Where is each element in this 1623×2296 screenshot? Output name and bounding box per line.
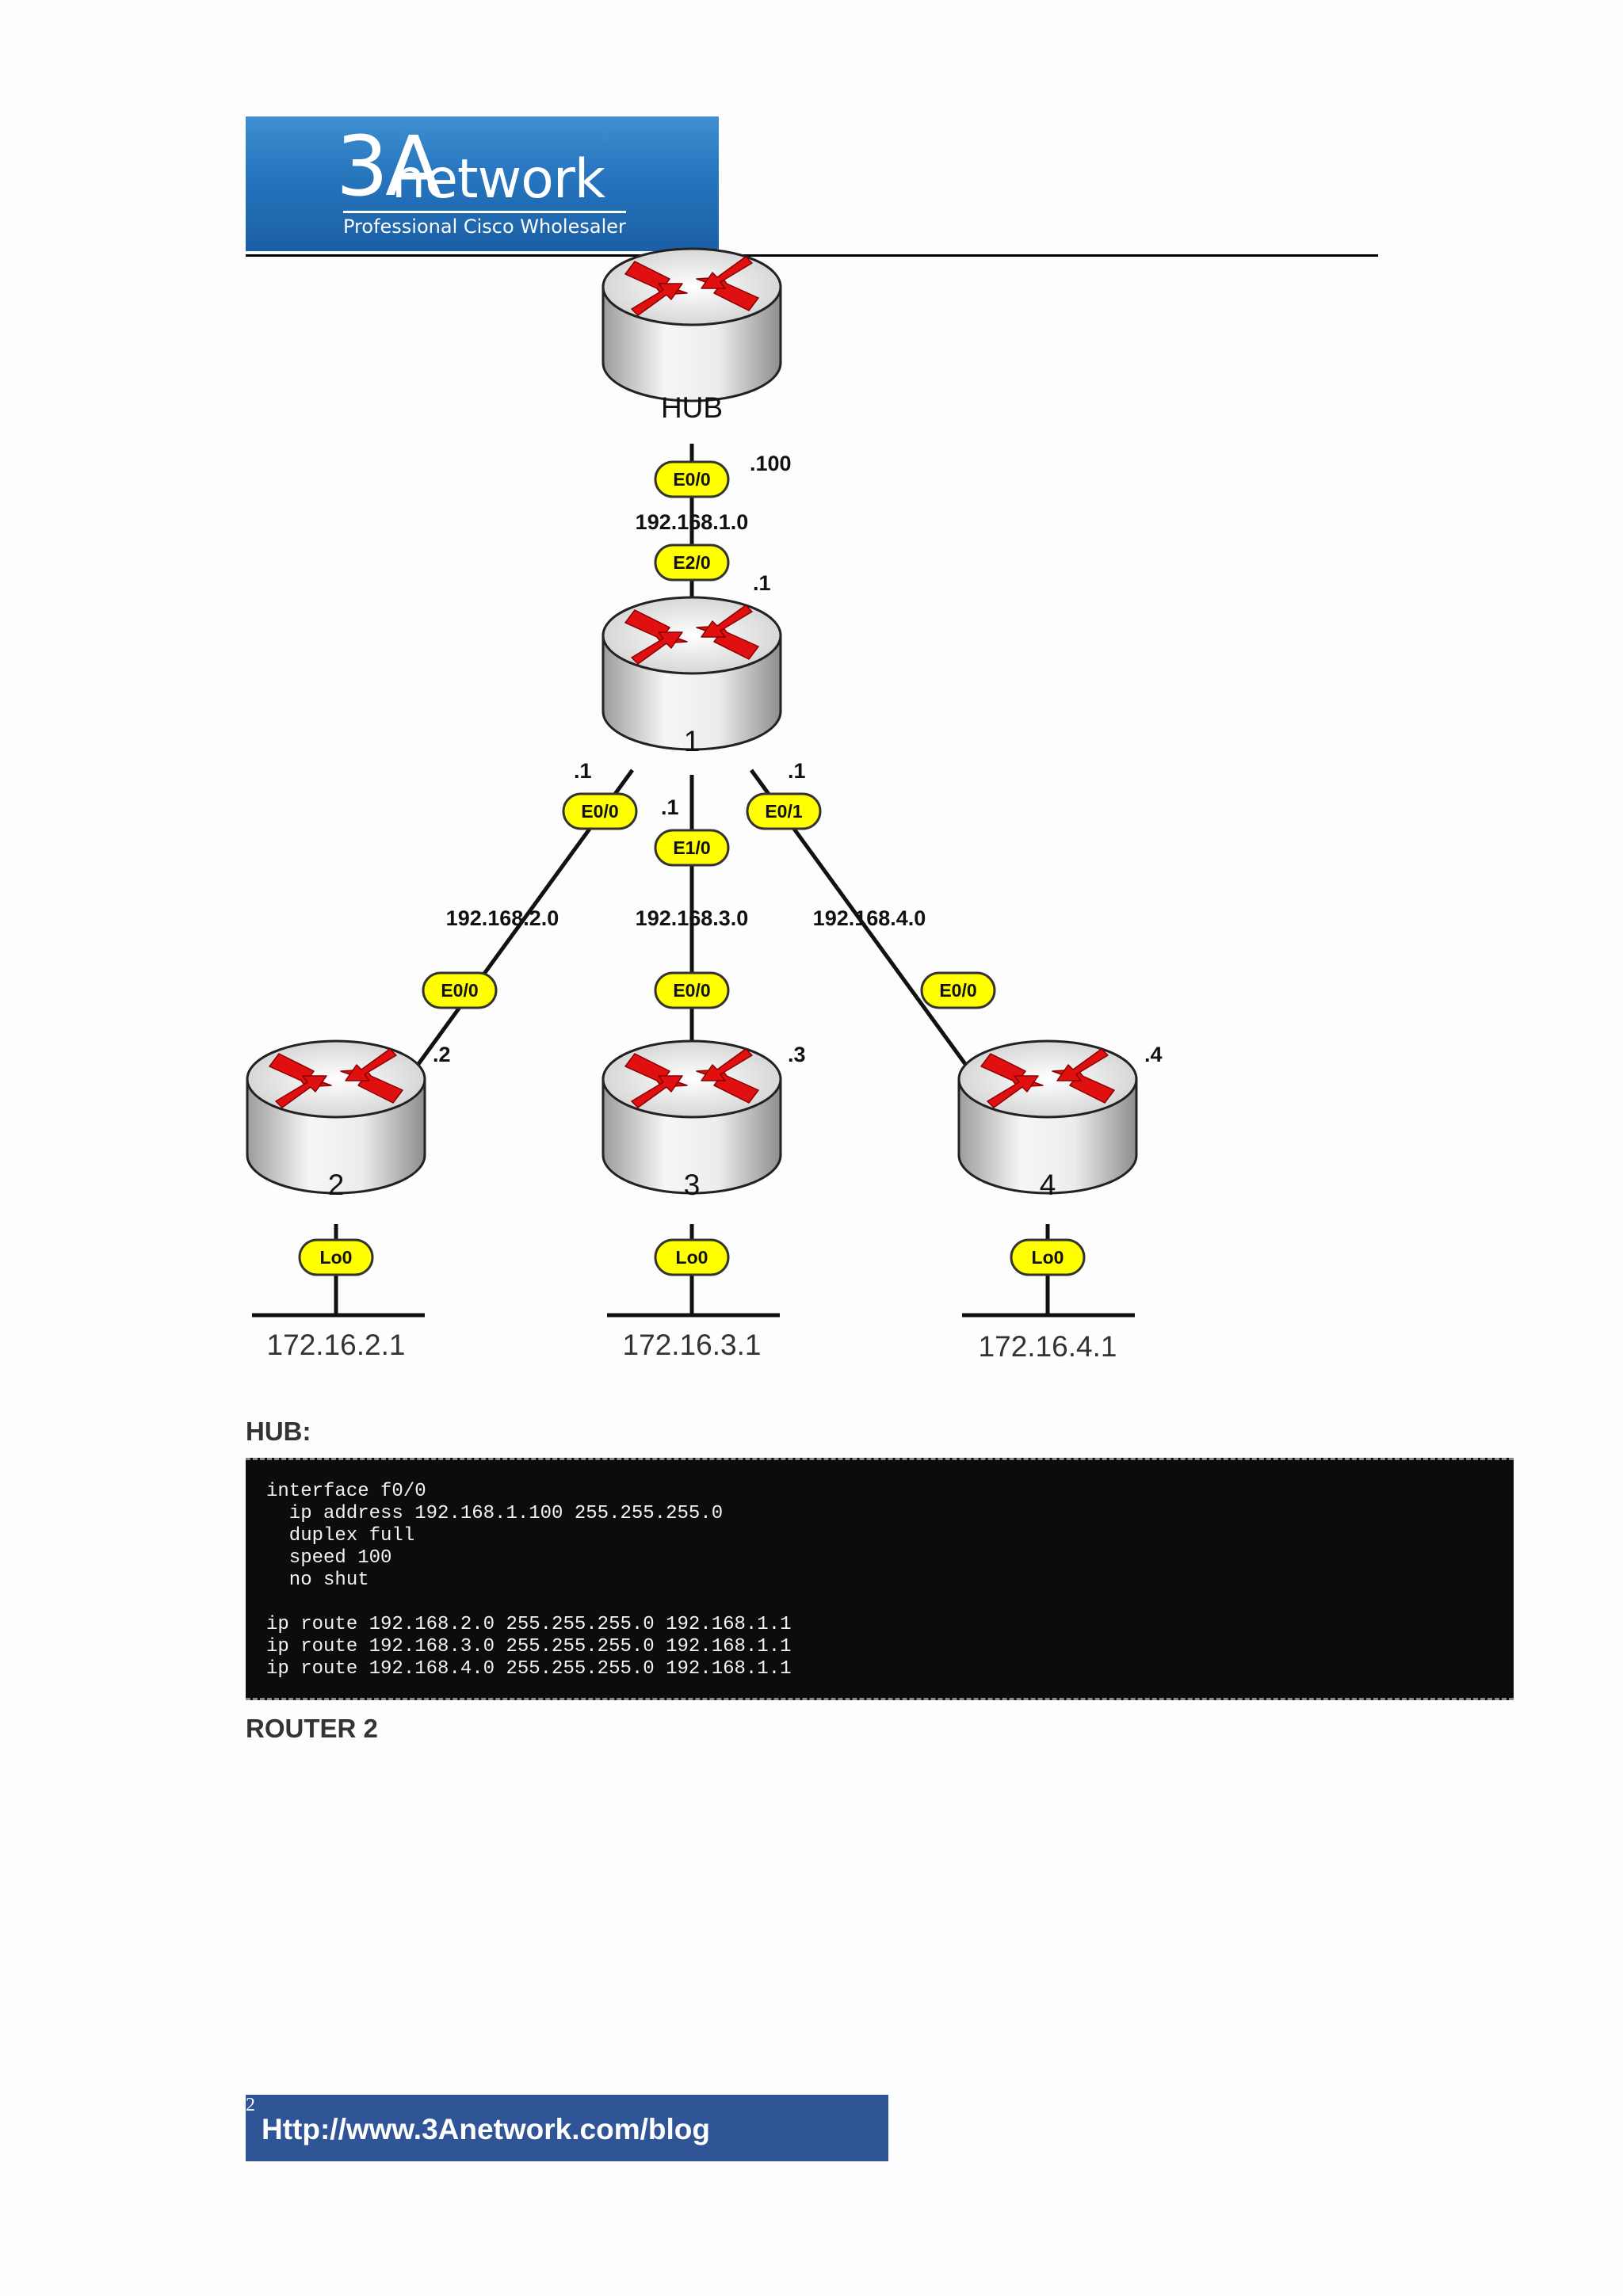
host-id-r3: .3 bbox=[788, 1043, 806, 1066]
router-label-2: 2 bbox=[328, 1169, 345, 1201]
footer-url-link[interactable]: Http://www.3Anetwork.com/blog bbox=[262, 2113, 710, 2145]
badge-label-r1-e10: E1/0 bbox=[673, 837, 710, 858]
badge-r2-e00 bbox=[422, 971, 498, 1009]
host-id-hub: .100 bbox=[750, 452, 792, 475]
loopback-r4: 172.16.4.1 bbox=[979, 1330, 1117, 1363]
badge-label-r1-e01: E0/1 bbox=[765, 801, 803, 822]
network-r1-r2: 192.168.2.0 bbox=[446, 906, 559, 930]
host-id-r1-e20: .1 bbox=[753, 571, 771, 595]
badge-r3-lo0 bbox=[654, 1238, 730, 1276]
footer-banner: 2 Http://www.3Anetwork.com/blog bbox=[246, 2095, 888, 2161]
badge-r4-e00 bbox=[920, 971, 996, 1009]
company-logo: 3A network Professional Cisco Wholesaler bbox=[246, 116, 719, 251]
badge-label-r2-lo0: Lo0 bbox=[320, 1247, 353, 1268]
logo-tagline: Professional Cisco Wholesaler bbox=[343, 211, 626, 238]
host-id-r2: .2 bbox=[433, 1043, 451, 1066]
section-title-router2: ROUTER 2 bbox=[246, 1714, 378, 1743]
network-r1-r4: 192.168.4.0 bbox=[813, 906, 926, 930]
badge-r2-lo0 bbox=[298, 1238, 374, 1276]
page-number: 2 bbox=[246, 2095, 255, 2115]
router-label-3: 3 bbox=[684, 1169, 701, 1201]
hub-config-text: interface f0/0 ip address 192.168.1.100 … bbox=[266, 1481, 792, 1680]
badge-r1-e01 bbox=[746, 792, 822, 830]
router-hub-icon bbox=[601, 247, 782, 402]
badge-r1-e00 bbox=[562, 792, 638, 830]
badge-r1-e10 bbox=[654, 829, 730, 867]
router-label-hub: HUB bbox=[661, 391, 723, 424]
badge-r4-lo0 bbox=[1010, 1238, 1086, 1276]
host-id-r1-e10: .1 bbox=[661, 795, 679, 819]
hub-config-terminal: interface f0/0 ip address 192.168.1.100 … bbox=[246, 1458, 1514, 1700]
badge-label-r4-lo0: Lo0 bbox=[1032, 1247, 1064, 1268]
network-r1-r3: 192.168.3.0 bbox=[636, 906, 749, 930]
loopback-r2: 172.16.2.1 bbox=[267, 1329, 406, 1361]
badge-label-r3-lo0: Lo0 bbox=[676, 1247, 708, 1268]
badge-label-r1-e20: E2/0 bbox=[673, 552, 710, 573]
logo-wordmark: network bbox=[391, 148, 605, 211]
host-id-r1-e01: .1 bbox=[788, 759, 806, 783]
host-id-r1-e00: .1 bbox=[574, 759, 592, 783]
router-label-1: 1 bbox=[684, 725, 701, 757]
badge-r1-e20 bbox=[654, 543, 730, 582]
router-label-4: 4 bbox=[1040, 1169, 1056, 1201]
badge-label-hub-e00: E0/0 bbox=[673, 469, 710, 490]
badge-hub-e00 bbox=[654, 460, 730, 498]
badge-label-r3-e00: E0/0 bbox=[673, 980, 710, 1001]
badge-label-r4-e00: E0/0 bbox=[939, 980, 976, 1001]
section-title-hub: HUB: bbox=[246, 1417, 311, 1446]
badge-label-r1-e00: E0/0 bbox=[581, 801, 618, 822]
topology-diagram: HUB 1 2 3 4 E0/0 E2/0 E0/0 E1/0 E0/1 E0/… bbox=[246, 247, 1163, 1363]
header-rule bbox=[246, 254, 1378, 257]
host-id-r4: .4 bbox=[1144, 1043, 1163, 1066]
badge-r3-e00 bbox=[654, 971, 730, 1009]
badge-label-r2-e00: E0/0 bbox=[441, 980, 478, 1001]
logo-mark: 3A bbox=[336, 118, 441, 215]
loopback-r3: 172.16.3.1 bbox=[623, 1329, 762, 1361]
network-hub-r1: 192.168.1.0 bbox=[636, 510, 749, 534]
